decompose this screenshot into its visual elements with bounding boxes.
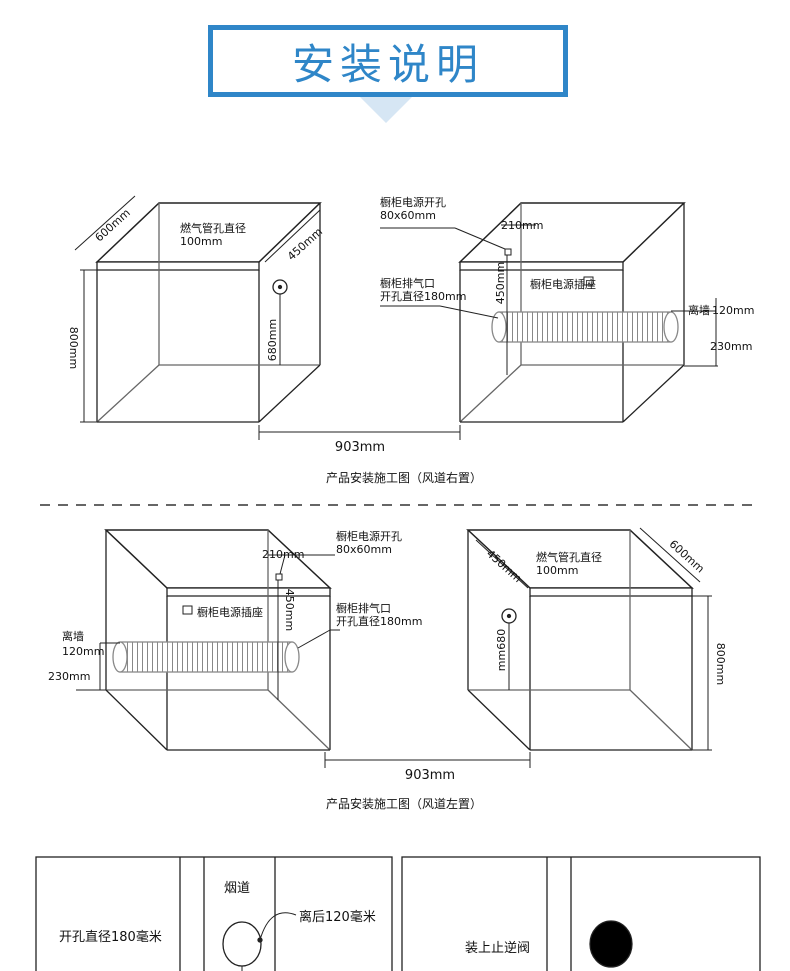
dimensions-top <box>74 195 718 440</box>
step2-label: 烟道 <box>224 881 250 896</box>
page-title: 安装说明 <box>291 39 484 89</box>
width-label-top: 903mm <box>335 440 385 455</box>
step-panels: 开孔直径180毫米 烟道 离后120毫米 装上止逆阀 <box>35 856 761 971</box>
exhaust-label-2-top: 开孔直径180mm <box>380 289 466 303</box>
gas-cabinet-bottom <box>466 529 694 751</box>
wall-label-top: 离墙 <box>688 303 710 317</box>
step1-label: 开孔直径180毫米 <box>59 929 162 945</box>
title-arrow <box>360 97 412 123</box>
gas-height-top: 680mm <box>266 319 279 361</box>
power-hole-icon <box>504 248 512 256</box>
socket-icon <box>583 276 594 286</box>
check-valve-icon <box>589 920 633 968</box>
gas-offset-bottom: 450mm <box>484 547 524 585</box>
caption-bottom: 产品安装施工图（风道左置） <box>326 796 482 811</box>
floor-dist-bottom: 230mm <box>48 670 90 683</box>
gas-hole-label-1-bottom: 燃气管孔直径 <box>536 550 602 564</box>
power-offset-top: 210mm <box>501 219 543 232</box>
step2-dist: 离后120毫米 <box>299 909 376 925</box>
height-label-top: 800mm <box>67 327 80 369</box>
exhaust-label-2-bottom: 开孔直径180mm <box>336 614 422 628</box>
exhaust-cabinet-top <box>458 202 686 423</box>
socket-label-top: 橱柜电源插座 <box>530 277 596 291</box>
wall-dist-bottom: 120mm <box>62 645 104 658</box>
floor-dist-top: 230mm <box>710 340 752 353</box>
gas-cabinet-top <box>95 202 322 423</box>
exhaust-duct-top <box>498 311 672 343</box>
height-label-bottom: 800mm <box>714 643 727 685</box>
exhaust-duct-bottom <box>119 641 293 673</box>
width-label-bottom: 903mm <box>405 768 455 783</box>
exhaust-height-bottom: 450mm <box>283 589 296 631</box>
power-hole-label-1-bottom: 橱柜电源开孔 <box>336 529 402 543</box>
depth-label-top: 600mm <box>93 206 133 244</box>
power-hole-label-2-bottom: 80x60mm <box>336 543 392 556</box>
flue-hole-icon <box>222 921 262 967</box>
exhaust-height-top: 450mm <box>494 262 507 304</box>
gas-hole-label-1-top: 燃气管孔直径 <box>180 221 246 235</box>
title-box: 安装说明 <box>208 25 568 97</box>
caption-top: 产品安装施工图（风道右置） <box>326 470 482 485</box>
exhaust-label-1-top: 橱柜排气口 <box>380 276 435 290</box>
diagram-bottom: 600mm 800mm 903mm 燃气管孔直径 100mm 450mm mm6… <box>48 527 727 811</box>
power-hole-label-1-top: 橱柜电源开孔 <box>380 195 446 209</box>
exhaust-cabinet-bottom <box>104 529 332 751</box>
gas-height-bottom: mm680 <box>495 629 508 671</box>
step-panel-right <box>401 856 761 971</box>
socket-label-bottom: 橱柜电源插座 <box>197 605 263 619</box>
power-offset-bottom: 210mm <box>262 548 304 561</box>
step3-label: 装上止逆阀 <box>465 940 530 956</box>
wall-dist-top: 120mm <box>712 304 754 317</box>
step-panel-left <box>35 856 393 971</box>
exhaust-label-1-bottom: 橱柜排气口 <box>336 601 391 615</box>
wall-label-bottom: 离墙 <box>62 629 84 643</box>
gas-hole-label-2-top: 100mm <box>180 235 222 248</box>
power-hole-label-2-top: 80x60mm <box>380 209 436 222</box>
socket-icon <box>182 605 193 615</box>
diagram-top: 600mm 800mm 903mm 燃气管孔直径 100mm 450mm 680… <box>67 195 754 485</box>
gas-hole-label-2-bottom: 100mm <box>536 564 578 577</box>
dimensions-bottom <box>76 527 712 768</box>
power-hole-icon <box>275 573 283 581</box>
